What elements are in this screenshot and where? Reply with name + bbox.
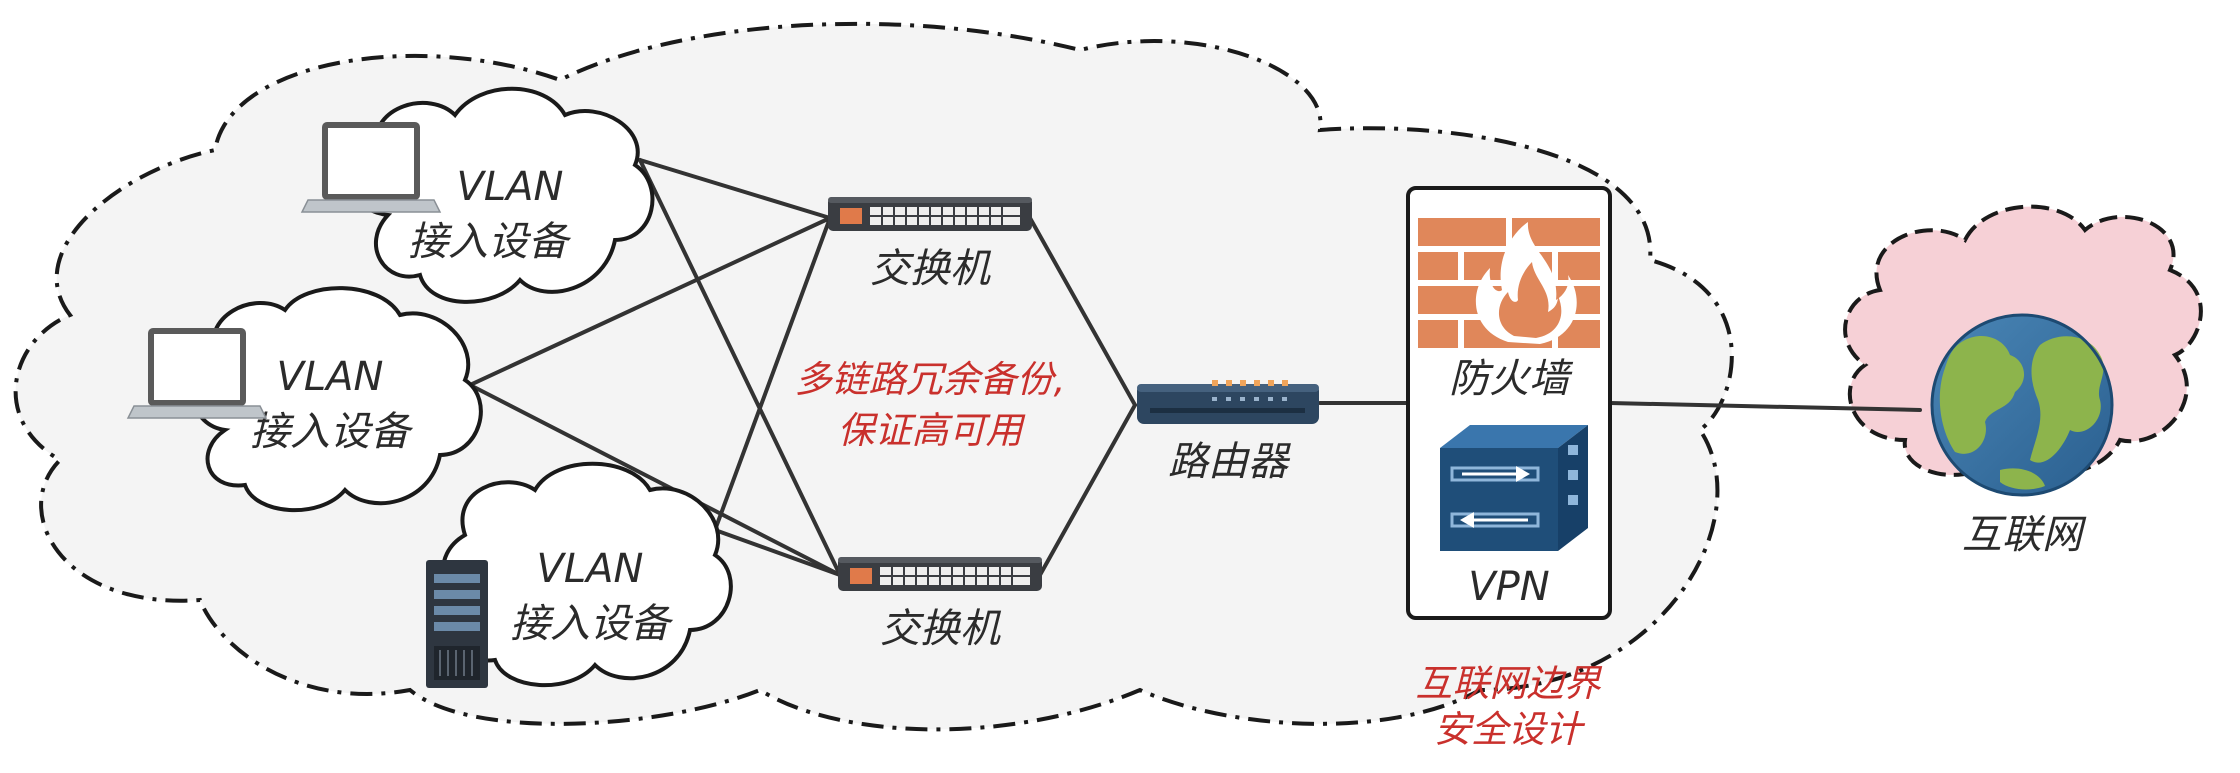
link-switch-top-router — [1028, 216, 1137, 407]
access-cloud-1: VLAN 接入设备 — [349, 86, 655, 304]
switch-top-label: 交换机 — [870, 246, 992, 292]
router-icon — [1137, 380, 1319, 424]
access-cloud-2: VLAN 接入设备 — [191, 286, 483, 512]
firewall-icon — [1418, 218, 1600, 348]
vpn-label: VPN — [1468, 564, 1549, 610]
access-cloud-1-line1: VLAN — [457, 164, 564, 210]
access-cloud-1-line2: 接入设备 — [408, 219, 572, 265]
access-cloud-3: VLAN 接入设备 — [441, 461, 733, 687]
globe-icon — [1930, 313, 2114, 497]
vpn-icon — [1440, 425, 1588, 551]
link-cloud3-switch-bottom — [713, 528, 842, 577]
server-icon — [426, 560, 488, 688]
access-cloud-2-shape — [191, 286, 483, 512]
link-firewall-internet — [1608, 401, 1922, 412]
link-cloud2-switch-top — [468, 216, 832, 387]
access-cloud-2-line1: VLAN — [277, 354, 384, 400]
laptop-icon — [300, 122, 442, 213]
mesh-links — [468, 158, 1922, 577]
firewall-label: 防火墙 — [1449, 356, 1574, 402]
access-cloud-3-line2: 接入设备 — [510, 601, 674, 647]
laptop-icon — [126, 328, 268, 419]
boundary-note-line1: 互联网边界 — [1416, 662, 1603, 705]
access-cloud-3-shape — [441, 461, 733, 687]
redundancy-note-line2: 保证高可用 — [838, 409, 1026, 452]
access-cloud-1-shape — [349, 86, 655, 304]
link-cloud3-switch-top — [713, 216, 832, 532]
switch-bottom-label: 交换机 — [880, 606, 1002, 652]
boundary-note-line2: 安全设计 — [1434, 708, 1586, 751]
internet-label: 互联网 — [1962, 512, 2087, 558]
link-cloud1-switch-top — [638, 158, 832, 220]
access-cloud-3-line1: VLAN — [537, 546, 644, 592]
redundancy-note-line1: 多链路冗余备份, — [795, 358, 1066, 401]
access-cloud-2-line2: 接入设备 — [250, 409, 414, 455]
switch-bottom-icon — [838, 557, 1042, 591]
switch-top-icon — [828, 197, 1032, 231]
router-label: 路由器 — [1168, 439, 1291, 485]
link-cloud1-switch-bottom — [638, 158, 842, 577]
link-cloud2-switch-bottom — [468, 383, 842, 577]
link-switch-bottom-router — [1038, 403, 1137, 577]
